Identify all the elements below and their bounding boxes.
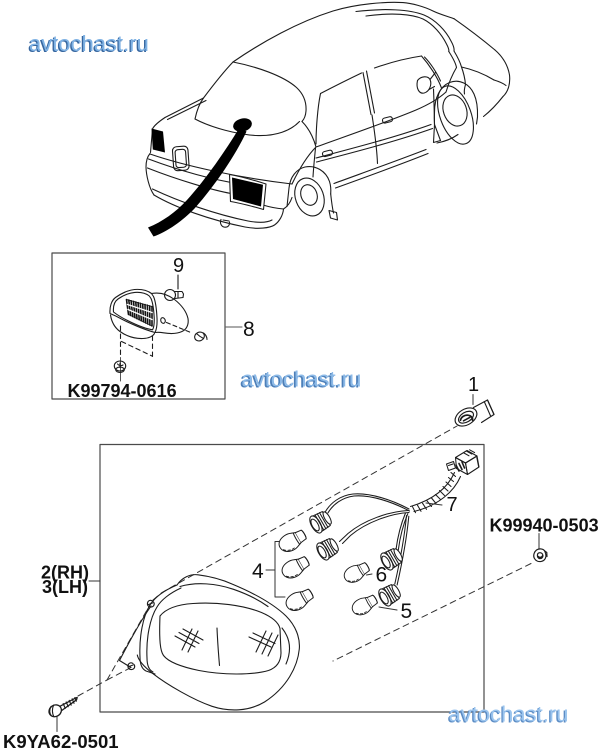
svg-text:2(RH): 2(RH) (41, 563, 89, 583)
svg-text:avtochast.ru: avtochast.ru (242, 366, 362, 391)
svg-text:K9YA62-0501: K9YA62-0501 (3, 731, 119, 752)
svg-text:avtochast.ru: avtochast.ru (447, 703, 567, 728)
svg-text:8: 8 (243, 318, 255, 341)
svg-text:1: 1 (468, 374, 479, 396)
svg-text:7: 7 (447, 494, 458, 516)
svg-text:K99940-0503: K99940-0503 (490, 516, 599, 536)
svg-text:K99794-0616: K99794-0616 (68, 381, 177, 401)
svg-text:avtochast.ru: avtochast.ru (29, 31, 149, 56)
svg-text:6: 6 (376, 564, 388, 587)
svg-text:avtochast.ru: avtochast.ru (240, 368, 360, 393)
svg-text:3(LH): 3(LH) (42, 577, 88, 597)
svg-text:4: 4 (252, 560, 264, 583)
svg-text:avtochast.ru: avtochast.ru (28, 32, 148, 57)
svg-text:5: 5 (401, 600, 413, 623)
svg-text:avtochast.ru: avtochast.ru (449, 701, 569, 726)
svg-text:9: 9 (173, 255, 184, 277)
